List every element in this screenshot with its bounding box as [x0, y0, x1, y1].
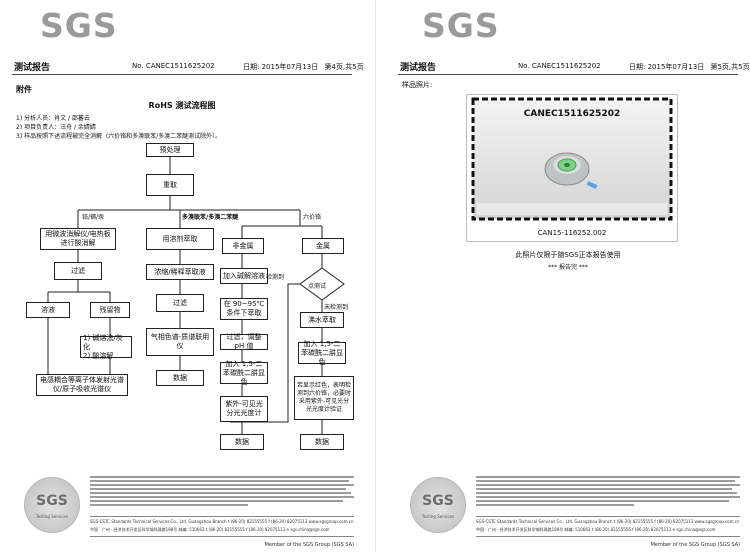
report-title: 测试报告	[400, 63, 437, 73]
step-data-2: 数据	[156, 370, 204, 386]
step-concentrate: 浓缩/稀释萃取液	[146, 264, 214, 280]
photo-sample-label: CANEC1511625202	[523, 109, 621, 119]
flowchart-connectors	[47, 157, 345, 434]
spool-hub	[564, 163, 570, 167]
step-verify: 若显示红色，表明检测到六价铬，必要时采用紫外-可见光分光光度计验证	[294, 376, 354, 420]
step-metal: 金属	[302, 238, 344, 254]
section-heading: 附件	[16, 85, 32, 94]
seal-caption: Testing Services	[421, 514, 455, 519]
sgs-member-line: Member of the SGS Group (SGS SA)	[264, 542, 354, 548]
footer-fine-print	[90, 476, 354, 512]
step-solution: 溶液	[26, 302, 70, 318]
spool-blue-tag	[586, 181, 598, 189]
report-number: No. CANEC1511625202	[132, 62, 215, 70]
branch-label-pbb: 多溴联苯/多溴二苯醚	[182, 214, 239, 221]
header-rule	[12, 74, 352, 75]
step-icp: 电感耦合等离子体发射光谱仪/原子吸收光谱仪	[36, 374, 128, 396]
footer-address-en: SGS-CSTC Standards Technical Services Co…	[476, 519, 740, 524]
section-heading: 样品照片:	[402, 81, 433, 89]
notes: 1) 分析人员：肖文 / 邵蕃云 2) 项目负责人：汪舟 / 余婧婧 3) 样品…	[16, 114, 221, 141]
note-project-lead: 2) 项目负责人：汪舟 / 余婧婧	[16, 124, 96, 131]
note-digestion: 3) 样品按照下述流程被完全消解（六价铬和多溴联苯/多溴二苯醚测试除外）。	[16, 133, 222, 140]
edge-label-not-detected: 未检测到	[324, 304, 349, 311]
sgs-logo: SGS	[40, 6, 118, 45]
step-alkaline-digestion: 加入碱解溶液	[220, 268, 268, 284]
page-gap	[375, 0, 376, 552]
report-date-text: 日期: 2015年07月13日	[243, 63, 319, 71]
edge-label-detected: 检测到	[266, 274, 285, 281]
report-number: No. CANEC1511625202	[518, 62, 601, 70]
step-boiling-water: 沸水萃取	[300, 312, 344, 328]
note-analyst: 1) 分析人员：肖文 / 邵蕃云	[16, 115, 90, 122]
step-reagent-1: 加入 1,5-二苯碳酰二肼显色	[220, 360, 268, 386]
seal-caption: Testing Services	[35, 514, 69, 519]
step-acid-digestion: 用微波消解仪/电热板进行酸消解	[40, 228, 116, 250]
spot-test-label: 点测试	[308, 283, 327, 290]
sgs-seal: SGS Testing Services	[24, 477, 80, 533]
photo-caption: CAN15-116252.002	[537, 229, 607, 237]
step-residue: 残留物	[90, 302, 130, 318]
seal-text: SGS	[422, 493, 454, 509]
report-footer: SGS Testing Services SGS-CSTC Standards …	[396, 472, 742, 550]
step-pretreat: 预处理	[146, 143, 194, 157]
step-weigh: 重取	[146, 174, 194, 196]
report-page-4: SGS 测试报告 No. CANEC1511625202 日期: 2015年07…	[0, 0, 364, 552]
footer-rule	[476, 516, 740, 517]
seal-text: SGS	[36, 493, 68, 509]
step-heat-extract: 在 90~95℃ 条件下萃取	[220, 298, 268, 320]
footer-rule	[90, 516, 354, 517]
flow-title: RoHS 测试流程图	[148, 101, 216, 110]
step-filter-1: 过滤	[54, 262, 102, 280]
report-end-mark: *** 报告完 ***	[548, 264, 588, 271]
step-solvent-extract: 用溶剂萃取	[146, 228, 214, 250]
step-data-3: 数据	[220, 434, 264, 450]
connector-detected	[230, 283, 300, 423]
photo-usage-note: 此照片仅限于随SGS正本报告使用	[515, 251, 621, 259]
report-date: 日期: 2015年07月13日 第4页,共5页	[243, 62, 364, 72]
step-dissolve: 1) 碱熔法/灰化 2) 酸溶解	[80, 334, 132, 360]
sample-photo	[471, 97, 673, 221]
report-date-text: 日期: 2015年07月13日	[629, 63, 705, 71]
footer-fine-print	[476, 476, 740, 512]
step-adjust-ph: 过滤，调整 pH 值	[220, 333, 268, 350]
step-uv-vis: 紫外-可见光分光光度计	[220, 396, 268, 422]
footer-address-cn: 中国 · 广州 · 经济技术开发区科学城科珠路198号 邮编: 510663 t…	[476, 527, 716, 532]
photo-ruler-bottom	[477, 203, 667, 215]
step-filter-2: 过滤	[156, 294, 204, 312]
report-footer: SGS Testing Services SGS-CSTC Standards …	[10, 472, 356, 550]
page-number: 第4页,共5页	[324, 63, 364, 71]
footer-rule-2	[90, 536, 354, 537]
branch-label-cr: 六价铬	[303, 214, 322, 221]
step-gc-ms: 气相色谱-质谱联用仪	[146, 328, 214, 356]
sgs-seal: SGS Testing Services	[410, 477, 466, 533]
step-data-4: 数据	[300, 434, 344, 450]
page-number: 第5页,共5页	[710, 63, 750, 71]
report-title: 测试报告	[14, 63, 51, 73]
header-rule	[398, 74, 738, 75]
photo-ruler-border	[471, 97, 673, 221]
step-reagent-2: 加入 1,5-二苯碳酰二肼显色	[298, 340, 346, 366]
footer-address-cn: 中国 · 广州 · 经济技术开发区科学城科珠路198号 邮编: 510663 t…	[90, 527, 330, 532]
footer-address-en: SGS-CSTC Standards Technical Services Co…	[90, 519, 354, 524]
report-page-5: SGS 测试报告 No. CANEC1511625202 日期: 2015年07…	[386, 0, 750, 552]
report-date: 日期: 2015年07月13日 第5页,共5页	[629, 62, 750, 72]
step-nonmetal: 非金属	[222, 238, 264, 254]
sgs-logo: SGS	[422, 6, 500, 45]
sgs-member-line: Member of the SGS Group (SGS SA)	[650, 542, 740, 548]
sample-photo-frame: CANEC1511625202 CAN15-116252.002	[466, 94, 678, 242]
footer-rule-2	[476, 536, 740, 537]
spot-test-diamond	[299, 267, 345, 301]
branch-label-pb: 铅/镉/汞	[82, 214, 105, 221]
